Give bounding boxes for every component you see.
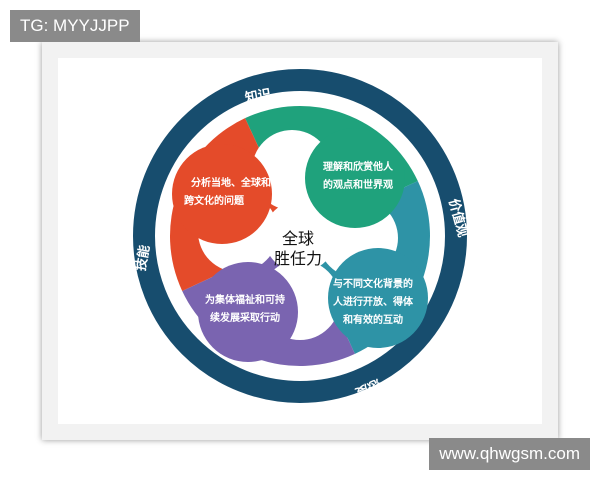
purple-text-2: 续发展采取行动 bbox=[210, 311, 280, 324]
green-text-1: 理解和欣赏他人 bbox=[323, 160, 394, 173]
ring-label-knowledge: 知识 bbox=[244, 86, 272, 106]
teal-text-3: 和有效的互动 bbox=[342, 313, 403, 326]
center-title-line1: 全球 bbox=[282, 229, 314, 248]
teal-text-1: 与不同文化背景的 bbox=[333, 277, 413, 290]
green-lobe bbox=[305, 128, 405, 228]
ring-label-skills: 技能 bbox=[133, 244, 153, 272]
center-disk bbox=[264, 200, 336, 272]
red-text-1: 分析当地、全球和 bbox=[191, 176, 271, 189]
teal-text-2: 人进行开放、得体 bbox=[333, 295, 414, 308]
teal-lobe bbox=[328, 248, 428, 348]
outer-ring bbox=[133, 69, 467, 403]
red-lobe bbox=[172, 144, 272, 244]
green-text-2: 的观点和世界观 bbox=[323, 178, 393, 191]
center-title-line2: 胜任力 bbox=[274, 249, 322, 268]
purple-lobe bbox=[198, 262, 298, 362]
watermark-bottom: www.qhwgsm.com bbox=[429, 438, 590, 470]
red-text-2: 跨文化的问题 bbox=[184, 194, 245, 207]
watermark-top: TG: MYYJJPP bbox=[10, 10, 140, 42]
purple-text-1: 为集体福祉和可持 bbox=[205, 293, 285, 306]
